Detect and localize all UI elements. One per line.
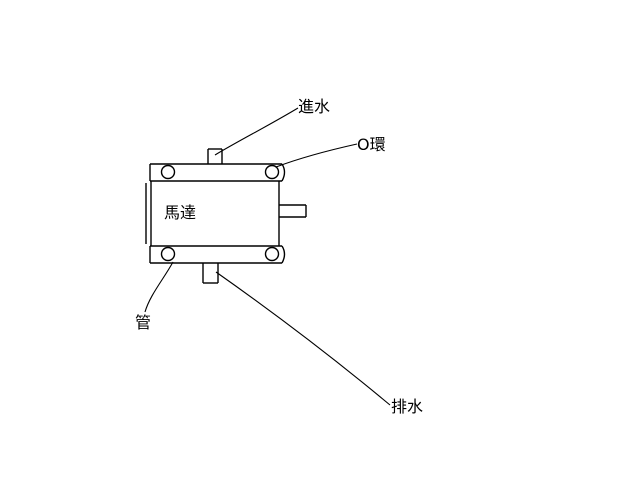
- water-outlet-stub: [202, 263, 219, 284]
- leader-pipe: [144, 261, 174, 313]
- label-o-ring: O環: [357, 135, 386, 154]
- leader-water-in: [214, 107, 299, 156]
- o-ring-bottom-right: [264, 246, 280, 262]
- leader-o-ring: [275, 143, 358, 168]
- leader-water-out: [215, 271, 391, 406]
- label-water-in: 進水: [298, 97, 330, 116]
- water-inlet-stub: [207, 148, 223, 164]
- label-motor: 馬達: [164, 203, 196, 222]
- o-ring-top-left: [160, 164, 176, 180]
- top-pipe: [149, 163, 286, 182]
- label-water-out: 排水: [391, 397, 423, 416]
- motor-shaft: [279, 204, 307, 218]
- label-pipe: 管: [135, 313, 151, 332]
- o-ring-top-right: [264, 164, 280, 180]
- top-pipe-right-cap: [281, 163, 286, 182]
- motor-body: [145, 181, 280, 246]
- bottom-pipe-right-cap: [281, 245, 286, 264]
- o-ring-bottom-left: [160, 246, 176, 262]
